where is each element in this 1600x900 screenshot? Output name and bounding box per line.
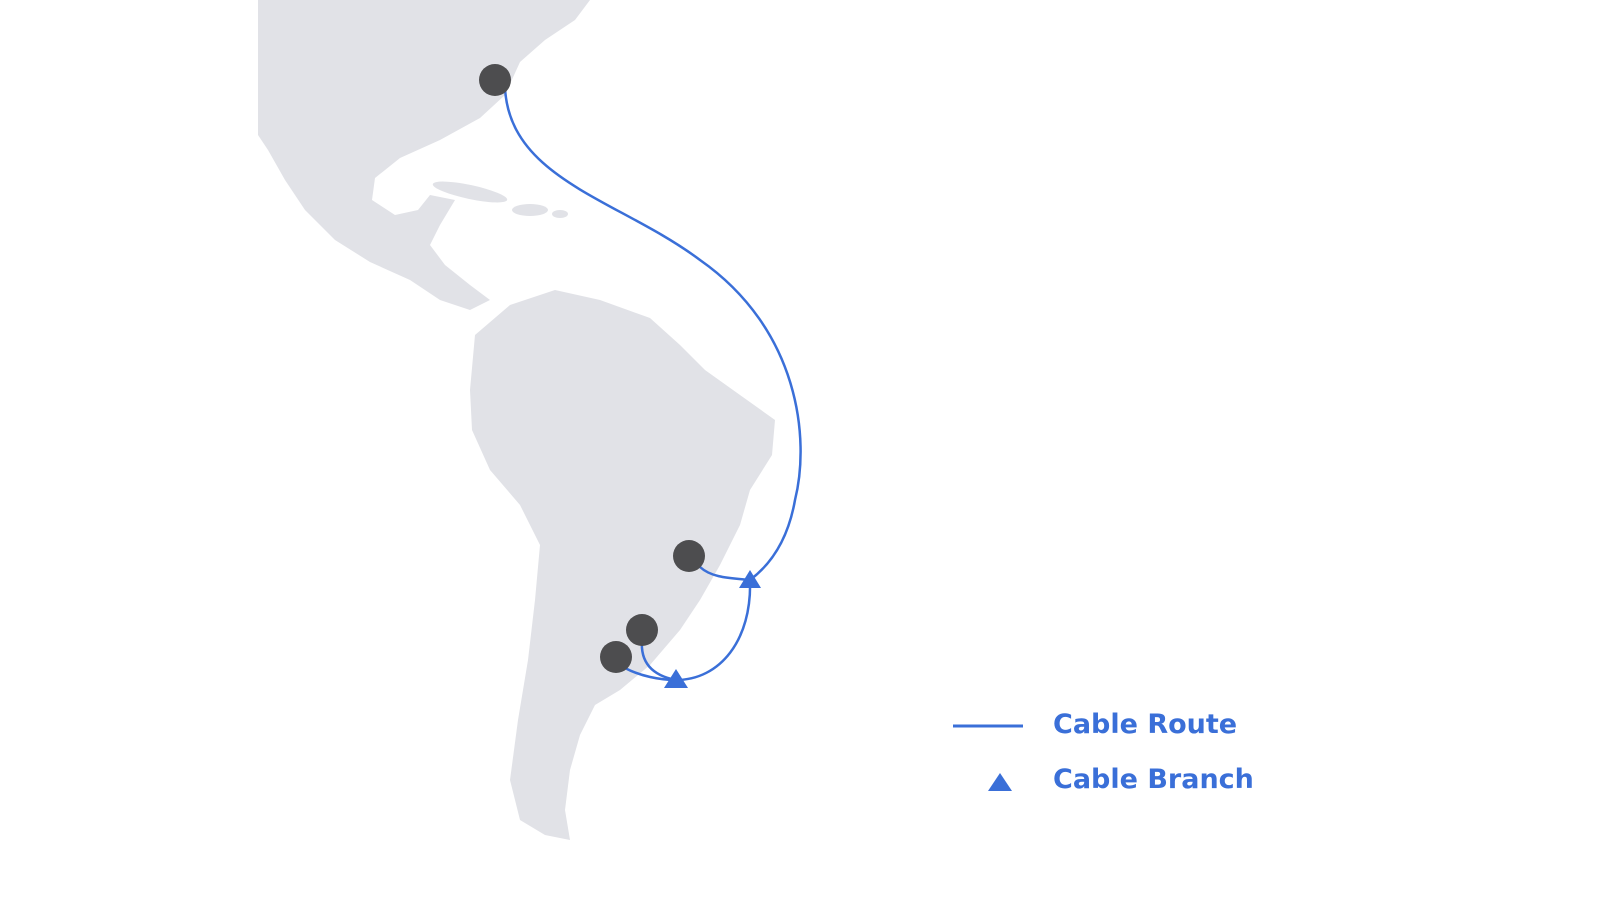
landing-station-north-america xyxy=(479,64,511,96)
cable-branches xyxy=(664,570,761,688)
cable-branch-icon xyxy=(739,570,761,588)
landing-station-brazil xyxy=(673,540,705,572)
land xyxy=(258,0,775,840)
hispaniola-island xyxy=(512,204,548,216)
legend-branch-icon xyxy=(988,773,1012,791)
landing-stations xyxy=(479,64,705,673)
cable-routes xyxy=(503,87,802,682)
cuba-island xyxy=(432,181,508,203)
south-america-land xyxy=(470,290,775,840)
landing-station-argentina xyxy=(600,641,632,673)
landing-station-uruguay xyxy=(626,614,658,646)
legend-route-label: Cable Route xyxy=(1053,709,1238,740)
puerto-rico-island xyxy=(552,210,568,218)
cable-branch-icon xyxy=(664,669,688,688)
legend-branch-label: Cable Branch xyxy=(1053,764,1254,795)
north-america-land xyxy=(258,0,590,310)
cable-route-main xyxy=(503,87,802,581)
cable-route-south xyxy=(675,579,752,682)
